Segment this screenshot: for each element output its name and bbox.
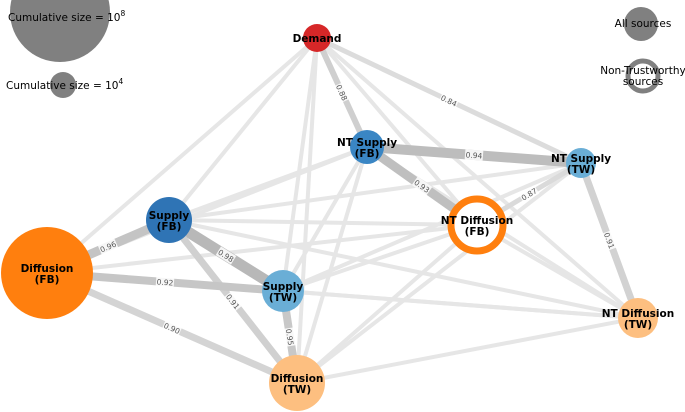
node-label: Diffusion (21, 263, 74, 275)
node-label: Supply (149, 210, 190, 222)
edge-weight-label: 0.94 (464, 149, 484, 161)
node-supply-fb: Supply(FB) (146, 197, 192, 243)
faint-edge (475, 223, 640, 320)
node-sublabel: (TW) (567, 164, 595, 176)
legend-all-sources-circle (624, 7, 658, 41)
faint-edge (281, 145, 369, 293)
legend-non-trustworthy-label-1: Non-Trustworthy (600, 65, 685, 77)
node-sublabel: (FB) (157, 221, 182, 233)
faint-edge (295, 36, 319, 385)
node-sublabel: (FB) (355, 148, 380, 160)
node-sublabel: (TW) (624, 319, 652, 331)
edge-weight-label: 0.96 (97, 238, 119, 255)
node-nt-supply-fb: NT Supply(FB) (337, 130, 397, 164)
faint-edges (45, 36, 640, 385)
legend: Cumulative size = 108 Cumulative size = … (6, 0, 685, 98)
svg-text:0.91: 0.91 (602, 231, 616, 250)
node-label: NT Supply (337, 137, 397, 149)
faint-edge (167, 218, 640, 320)
faint-edge (167, 161, 583, 222)
legend-non-trustworthy-label-2: sources (623, 76, 663, 88)
node-label: Demand (293, 33, 342, 45)
node-label: Supply (263, 281, 304, 293)
svg-text:0.96: 0.96 (99, 239, 118, 254)
svg-text:0.94: 0.94 (465, 150, 483, 160)
faint-edge (45, 36, 319, 275)
faint-edge (167, 218, 479, 227)
faint-edge (295, 223, 479, 385)
svg-text:0.95: 0.95 (284, 328, 295, 346)
faint-edge (281, 36, 319, 293)
svg-text:0.90: 0.90 (162, 321, 181, 336)
node-label: NT Supply (551, 153, 611, 165)
faint-edge (295, 145, 369, 385)
node-demand: Demand (293, 24, 342, 52)
faint-edge (167, 36, 319, 222)
node-sublabel: (TW) (269, 292, 297, 304)
legend-all-sources-label: All sources (615, 18, 672, 30)
faint-edge (295, 161, 583, 385)
node-diffusion-tw: Diffusion(TW) (269, 355, 325, 411)
node-diffusion-fb: Diffusion(FB) (1, 227, 93, 319)
edge-weight-label: 0.90 (161, 319, 183, 337)
faint-edge (45, 223, 479, 275)
faint-edge (281, 161, 583, 293)
node-nt-diff-fb: NT Diffusion(FB) (441, 195, 513, 255)
legend-small-size-label: Cumulative size = 104 (6, 77, 123, 92)
faint-edge (315, 36, 479, 227)
legend-small-size-circle (50, 72, 76, 98)
legend-large-size-label: Cumulative size = 108 (8, 9, 125, 24)
edge-weight-label: 0.88 (333, 82, 351, 103)
edge-weight-label: 0.92 (155, 276, 175, 288)
faint-edge (281, 223, 479, 293)
legend-non-trustworthy-circle (625, 58, 661, 94)
node-label: Diffusion (271, 373, 324, 385)
edge-weight-label: 0.95 (283, 327, 297, 347)
faint-edge (295, 316, 640, 385)
legend-large-size-circle (10, 0, 110, 62)
edge-weight-label: 0.91 (601, 230, 618, 251)
node-label: NT Diffusion (441, 215, 513, 227)
node-nt-supply-tw: NT Supply(TW) (551, 148, 611, 178)
node-sublabel: (TW) (283, 384, 311, 396)
node-sublabel: (FB) (35, 274, 60, 286)
node-supply-tw: Supply(TW) (262, 270, 304, 312)
svg-text:0.92: 0.92 (156, 277, 174, 287)
node-nt-diff-tw: NT Diffusion(TW) (602, 298, 674, 338)
node-sublabel: (FB) (465, 226, 490, 238)
node-label: NT Diffusion (602, 308, 674, 320)
